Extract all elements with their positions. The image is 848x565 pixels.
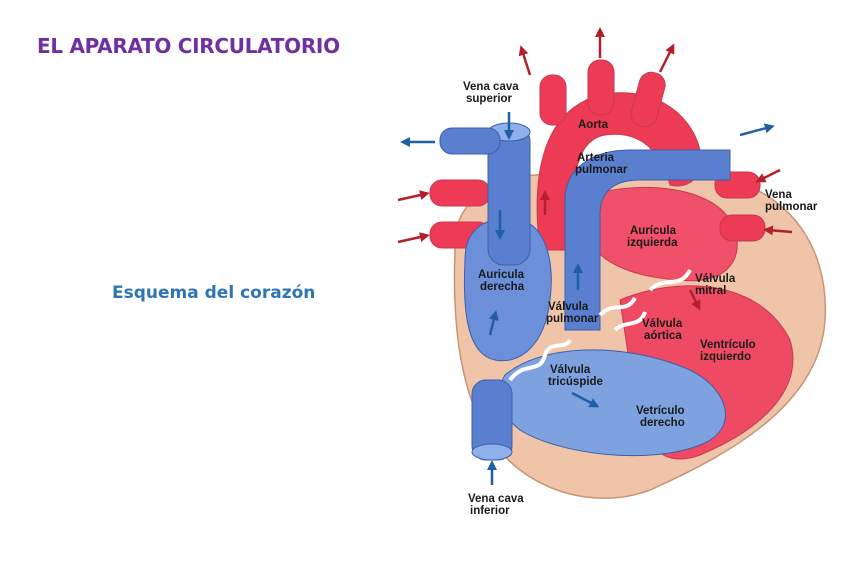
arrow-vein-right-1 xyxy=(755,168,781,183)
arrow-aorta-1 xyxy=(518,45,532,76)
diagram-subtitle: Esquema del corazón xyxy=(112,283,316,303)
pulmonary-vein-left-1 xyxy=(429,179,491,207)
arrow-vein-left-1 xyxy=(397,190,430,202)
right-ventricle xyxy=(499,349,726,457)
slide-title: EL APARATO CIRCULATORIO xyxy=(37,34,340,58)
aorta-branch-2 xyxy=(587,59,615,116)
valvula-tricuspide xyxy=(508,338,572,382)
aorta-branch-3 xyxy=(630,71,666,128)
valvula-mitral-shape xyxy=(648,268,692,292)
valvula-aortica-shape xyxy=(613,311,647,332)
arrow-rv xyxy=(571,391,600,408)
valvula-pulmonar-shape xyxy=(598,296,637,317)
arrow-pulmonary-right xyxy=(739,123,775,137)
arrow-aorta-3 xyxy=(658,43,675,73)
pulmonary-vein-right-2 xyxy=(719,214,766,242)
arrow-vein-left-2 xyxy=(397,232,430,244)
label-aorta: Aorta xyxy=(578,119,609,131)
arteria-pulmonar xyxy=(564,149,731,331)
arrow-vein-right-2 xyxy=(763,225,793,236)
left-atrium xyxy=(589,186,738,282)
arrow-ra-2 xyxy=(488,310,499,336)
pulmonary-artery-left-branch xyxy=(439,127,501,155)
arrow-la xyxy=(688,289,701,311)
aorta-branch-1 xyxy=(539,74,567,126)
